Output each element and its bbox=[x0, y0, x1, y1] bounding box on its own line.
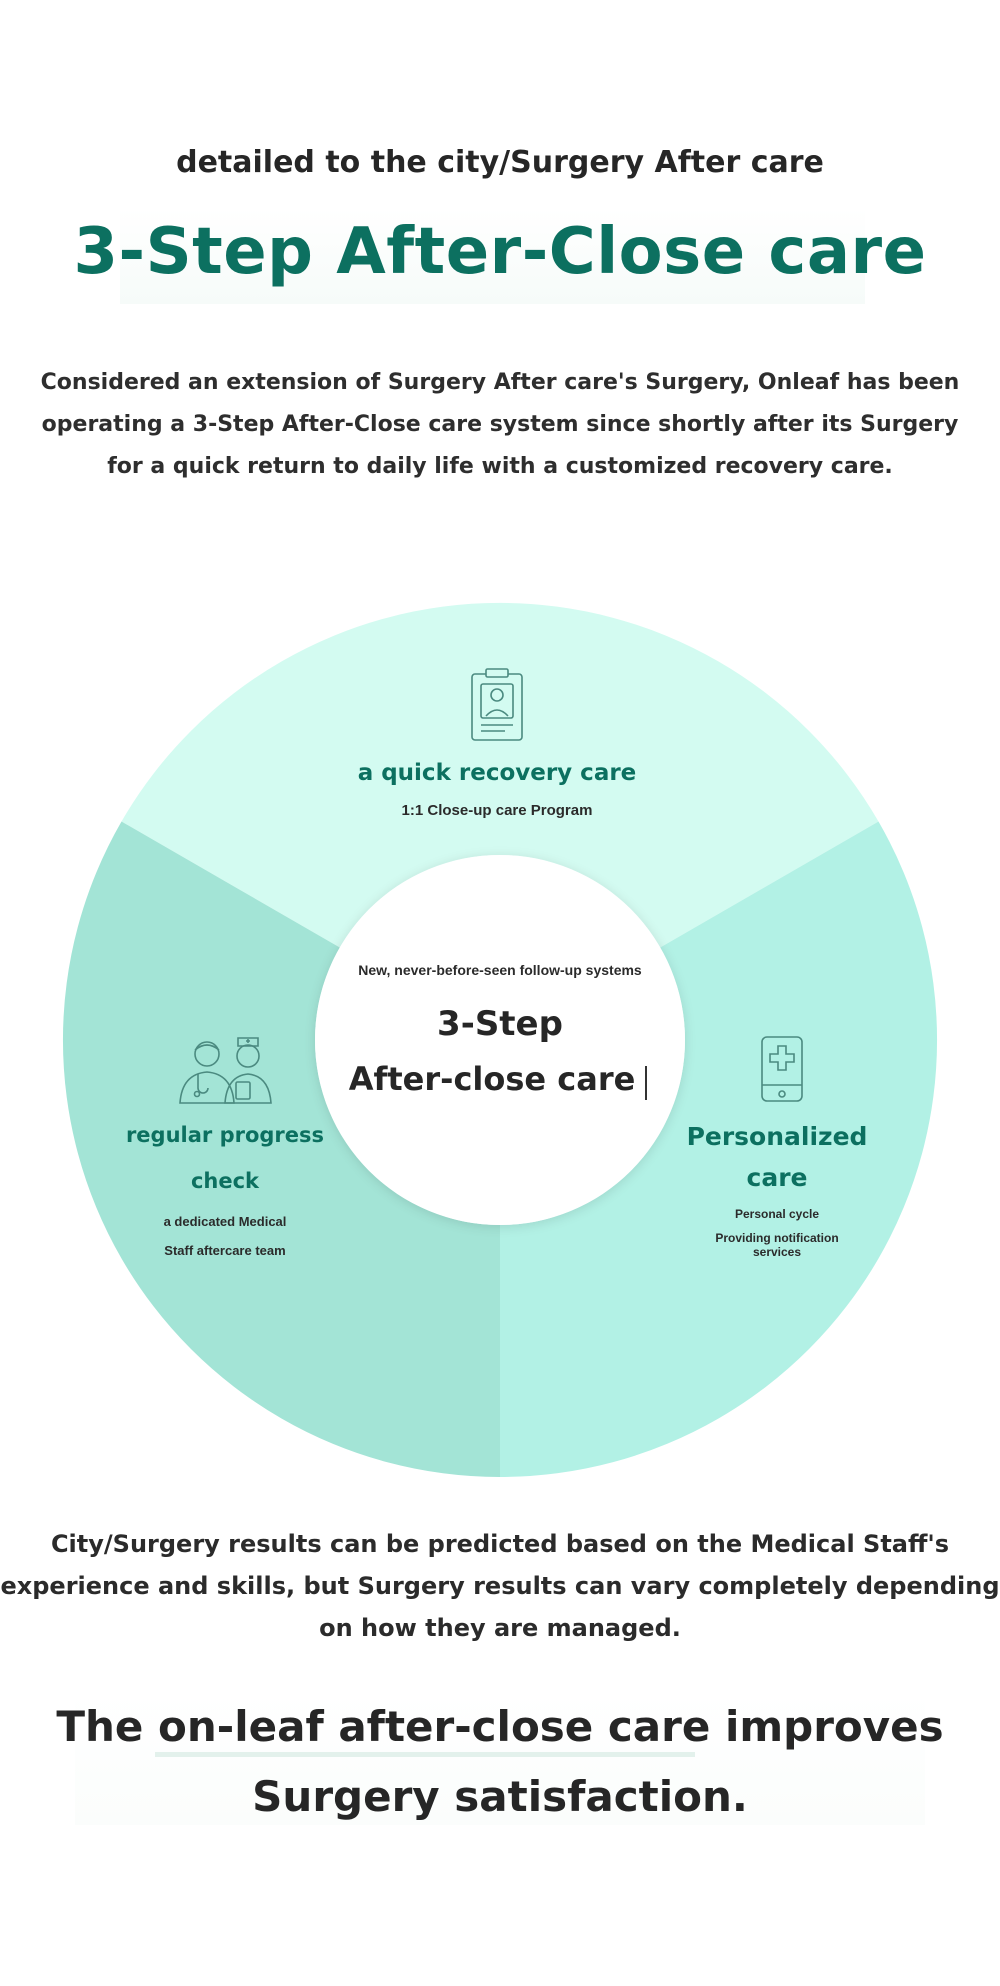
segment-personalized-title-line2: care bbox=[747, 1163, 808, 1192]
segment-progress-check bbox=[62, 821, 501, 1477]
segment-quick-recovery-title: a quick recovery care bbox=[358, 760, 637, 786]
medical-staff-icon bbox=[179, 1037, 272, 1104]
tagline: The on-leaf after-close care improves Su… bbox=[0, 1692, 1000, 1832]
segment-quick-recovery bbox=[121, 602, 879, 948]
segment-progress-title-line2: check bbox=[191, 1169, 260, 1193]
three-step-care-diagram: New, never-before-seen follow-up systems… bbox=[62, 602, 938, 1477]
center-title-line2: After-close care bbox=[349, 1060, 636, 1098]
closing-paragraph: City/Surgery results can be predicted ba… bbox=[0, 1530, 1000, 1642]
center-subtitle: New, never-before-seen follow-up systems bbox=[358, 962, 642, 978]
segment-personalized-desc-line2: Providing notification bbox=[715, 1231, 838, 1245]
center-circle bbox=[315, 855, 685, 1225]
center-title-line1: 3-Step bbox=[437, 1004, 563, 1044]
segment-progress-desc-line1: a dedicated Medical bbox=[164, 1214, 287, 1229]
tagline-line2: Surgery satisfaction. bbox=[252, 1772, 748, 1821]
smartphone-medical-icon bbox=[761, 1036, 803, 1102]
section-kicker: detailed to the city/Surgery After care bbox=[176, 145, 824, 180]
headline-highlight bbox=[120, 208, 865, 304]
id-badge-icon bbox=[471, 668, 523, 741]
tagline-underline bbox=[155, 1752, 695, 1757]
segment-personalized-desc-line1: Personal cycle bbox=[735, 1207, 819, 1221]
segment-personalized-desc-line3: services bbox=[753, 1245, 801, 1259]
page-title: 3-Step After-Close care bbox=[73, 215, 927, 289]
segment-personalized-title-line1: Personalized bbox=[687, 1122, 868, 1151]
tagline-line1: The on-leaf after-close care improves bbox=[56, 1702, 944, 1751]
segment-progress-title-line1: regular progress bbox=[126, 1123, 324, 1147]
segment-personalized-care bbox=[500, 821, 938, 1477]
segment-quick-recovery-desc: 1:1 Close-up care Program bbox=[402, 802, 593, 819]
tagline-highlight bbox=[75, 1690, 925, 1825]
intro-paragraph: Considered an extension of Surgery After… bbox=[40, 370, 960, 479]
segment-progress-desc-line2: Staff aftercare team bbox=[164, 1243, 285, 1258]
